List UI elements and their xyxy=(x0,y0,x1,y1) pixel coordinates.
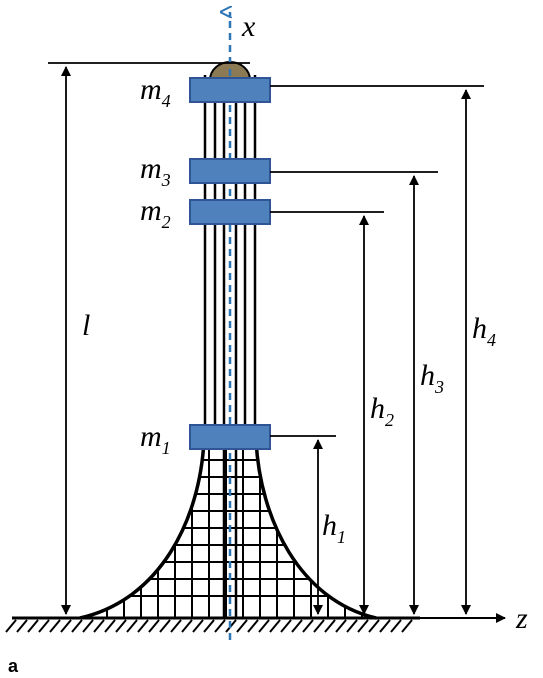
mass-label-2: m2 xyxy=(140,194,171,232)
length-label: l xyxy=(82,309,90,342)
panel-label: a xyxy=(8,656,19,676)
mass-block-2 xyxy=(189,199,271,225)
x-axis-label: x xyxy=(241,10,256,43)
height-label-2: h2 xyxy=(370,392,394,430)
ground-hatch xyxy=(5,616,420,633)
height-label-4: h4 xyxy=(472,312,496,350)
leader-lines xyxy=(48,62,484,437)
mass-label-1: m1 xyxy=(140,420,171,458)
z-axis-label: z xyxy=(515,602,528,635)
mass-label-4: m4 xyxy=(140,73,171,111)
mass-block-1 xyxy=(189,424,271,450)
mass-block-4 xyxy=(189,77,271,103)
mass-label-3: m3 xyxy=(140,152,171,190)
mass-block-3 xyxy=(189,158,271,184)
height-label-3: h3 xyxy=(420,359,444,397)
height-label-1: h1 xyxy=(322,509,346,547)
